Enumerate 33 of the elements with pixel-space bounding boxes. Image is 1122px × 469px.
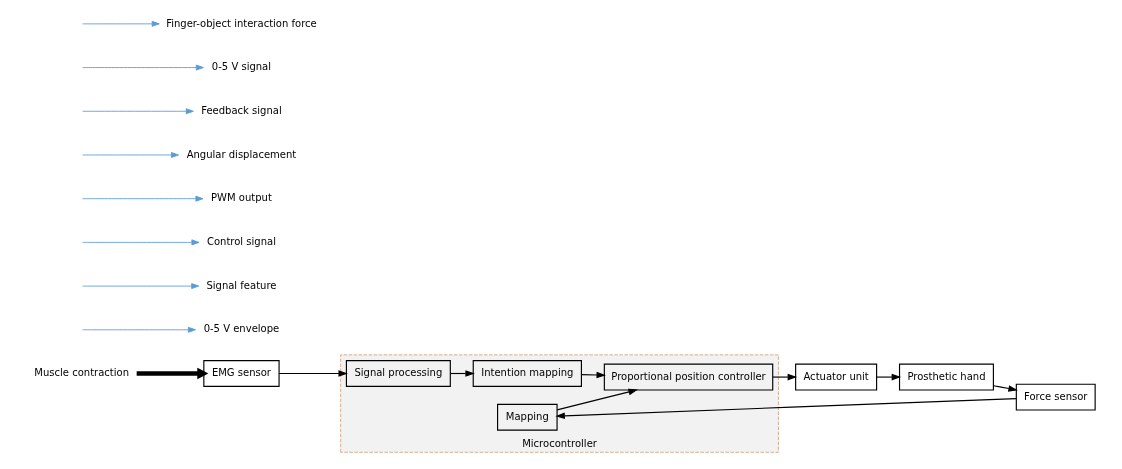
node-box: Proportional position controller	[603, 363, 774, 391]
node-text: Control signal	[206, 236, 276, 248]
node-text: Signal feature	[206, 279, 277, 291]
node-box: EMG sensor	[203, 360, 280, 387]
arrow	[82, 20, 160, 27]
arrow	[556, 388, 638, 411]
node-box: Intention mapping	[472, 360, 582, 387]
arrow	[82, 152, 179, 158]
arrow	[82, 283, 200, 289]
arrow	[82, 326, 196, 333]
arrow	[136, 367, 209, 380]
arrow	[82, 64, 204, 71]
arrow	[82, 195, 204, 202]
node-text: 0-5 V signal	[211, 61, 272, 73]
arrow	[82, 239, 200, 246]
arrow	[278, 370, 348, 377]
node-text: Finger-object interaction force	[166, 17, 317, 29]
arrow	[992, 385, 1018, 392]
arrow	[876, 373, 902, 381]
node-box: Force sensor	[1015, 383, 1096, 411]
node-box: Actuator unit	[795, 363, 878, 391]
node-text: PWM output	[211, 192, 272, 204]
node-box: Signal processing	[345, 360, 451, 387]
node-box: Prosthetic hand	[898, 363, 994, 391]
arrow	[580, 371, 606, 379]
node-box: Mapping	[497, 403, 558, 431]
node-text: 0-5 V envelope	[203, 323, 280, 335]
node-text: Angular displacement	[186, 148, 297, 160]
arrow	[772, 373, 798, 381]
node-text: Feedback signal	[201, 104, 282, 116]
node-text: Muscle contraction	[34, 367, 130, 379]
arrow	[82, 108, 194, 115]
arrow	[555, 398, 1017, 420]
